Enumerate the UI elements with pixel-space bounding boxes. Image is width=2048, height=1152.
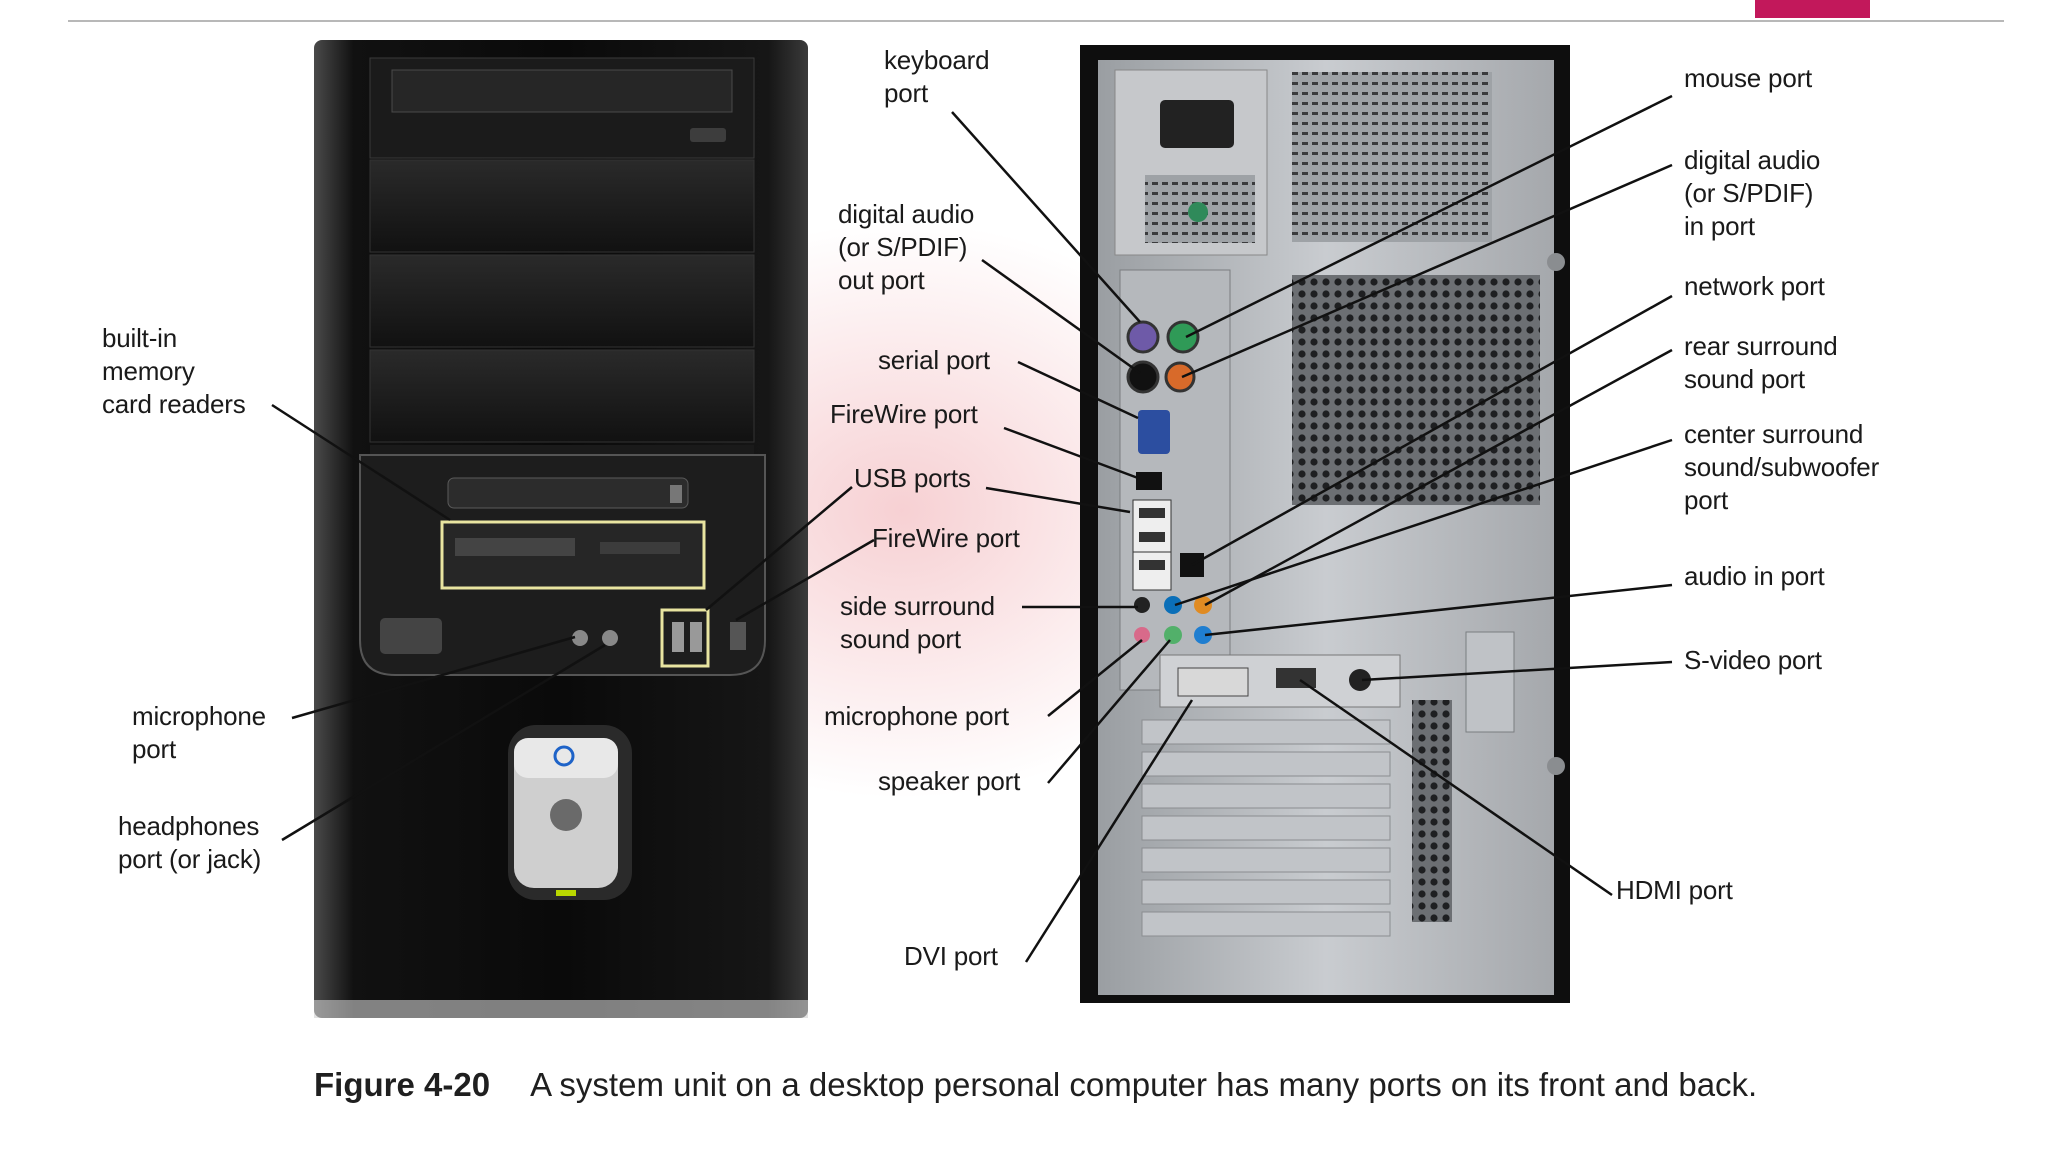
callout-serial bbox=[1017, 360, 1139, 420]
callout-firewire-front bbox=[735, 538, 875, 622]
callout-audio-in bbox=[1204, 583, 1673, 637]
label-network: network port bbox=[1684, 271, 1825, 301]
callout-front-microphone bbox=[291, 635, 576, 720]
label-front-headphones: headphones port (or jack) bbox=[118, 811, 262, 874]
callout-firewire-rear bbox=[1003, 426, 1139, 480]
label-side-surround: side surround sound port bbox=[840, 591, 995, 654]
label-rear-surround: rear surround sound port bbox=[1684, 331, 1838, 394]
label-firewire-front: FireWire port bbox=[872, 523, 1020, 553]
callout-speaker bbox=[1047, 639, 1171, 784]
label-keyboard: keyboard port bbox=[884, 45, 990, 108]
figure-caption: Figure 4-20 A system unit on a desktop pe… bbox=[314, 1066, 1757, 1104]
callout-dvi bbox=[1024, 699, 1194, 963]
label-card-readers: built-in memory card readers bbox=[102, 323, 246, 419]
label-serial: serial port bbox=[878, 345, 990, 375]
callout-usb bbox=[985, 486, 1131, 514]
label-speaker: speaker port bbox=[878, 766, 1021, 796]
callout-spdif-in bbox=[1181, 163, 1673, 379]
front-tower bbox=[314, 40, 808, 1018]
figure-caption-text: A system unit on a desktop personal comp… bbox=[530, 1066, 1758, 1103]
callout-rear-microphone bbox=[1047, 639, 1143, 717]
label-spdif-in: digital audio (or S/PDIF) in port bbox=[1684, 145, 1821, 241]
label-dvi: DVI port bbox=[904, 941, 998, 971]
figure-number: Figure 4-20 bbox=[314, 1066, 491, 1103]
back-tower bbox=[1080, 45, 1570, 1003]
callout-rear-surround bbox=[1204, 348, 1673, 607]
callout-front-headphones bbox=[281, 643, 606, 842]
callout-svideo bbox=[1361, 660, 1673, 682]
label-svideo: S-video port bbox=[1684, 645, 1822, 675]
callout-spdif-out bbox=[981, 258, 1141, 375]
label-usb: USB ports bbox=[854, 463, 971, 493]
label-firewire-rear: FireWire port bbox=[830, 399, 978, 429]
callout-keyboard bbox=[951, 111, 1141, 323]
label-front-microphone: microphone port bbox=[132, 701, 266, 764]
label-center-surround: center surround sound/subwoofer port bbox=[1684, 419, 1880, 515]
callout-network bbox=[1191, 294, 1673, 567]
callout-card-readers bbox=[271, 403, 451, 522]
callout-center-surround bbox=[1174, 438, 1673, 607]
callout-lines bbox=[271, 94, 1673, 963]
label-mouse: mouse port bbox=[1684, 63, 1813, 93]
label-rear-microphone: microphone port bbox=[824, 701, 1009, 731]
label-hdmi: HDMI port bbox=[1616, 875, 1733, 905]
accent-tab bbox=[1755, 0, 1870, 18]
label-spdif-out: digital audio (or S/PDIF) out port bbox=[838, 199, 975, 295]
callout-mouse bbox=[1185, 94, 1673, 339]
header-rule bbox=[68, 20, 2004, 22]
callout-hdmi bbox=[1299, 678, 1613, 897]
callout-usb-front bbox=[705, 486, 853, 611]
label-audio-in: audio in port bbox=[1684, 561, 1825, 591]
